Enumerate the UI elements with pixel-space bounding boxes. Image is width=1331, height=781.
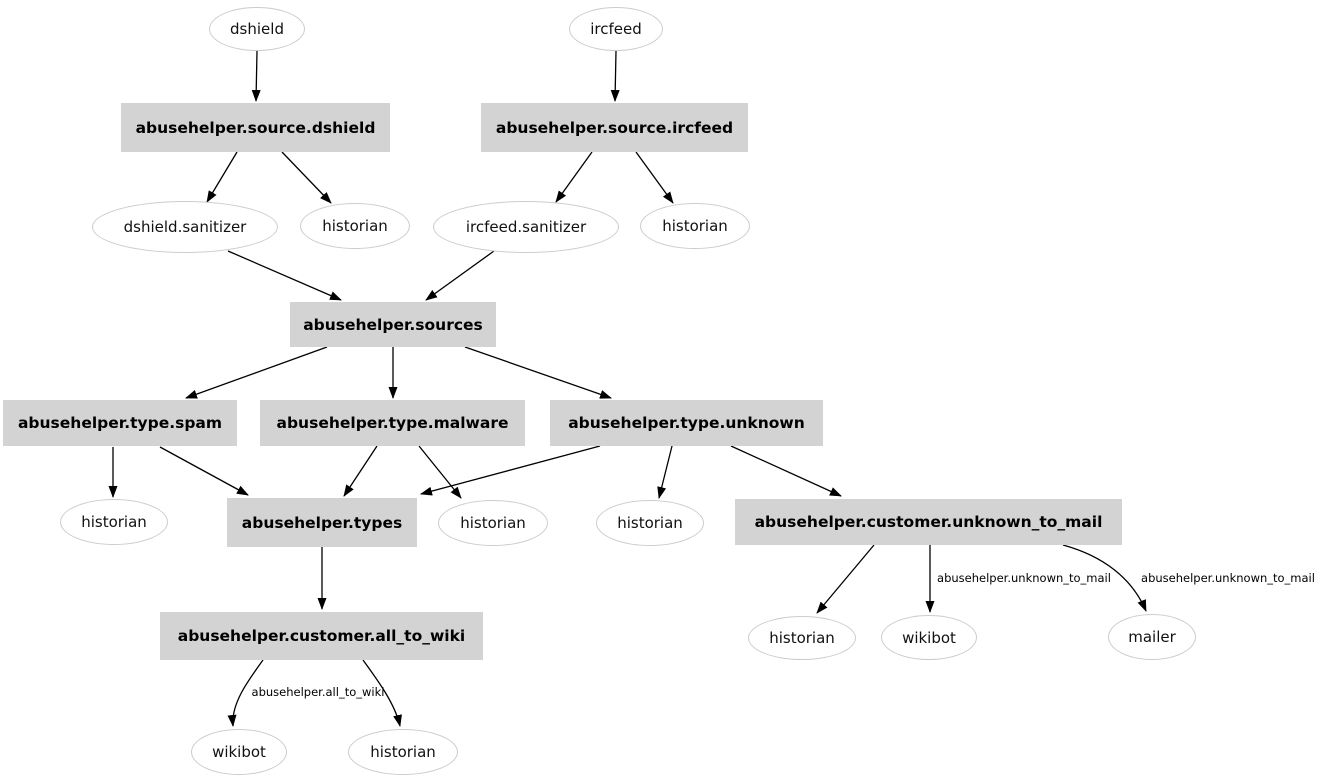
node-dshield-sanitizer: dshield.sanitizer xyxy=(92,201,278,253)
node-abusehelper-customer-unknown-to-mail: abusehelper.customer.unknown_to_mail xyxy=(735,499,1122,545)
node-historian: historian xyxy=(348,729,458,775)
edge-source-ircfeed-ircfeed-sanitizer xyxy=(555,151,593,203)
node-historian: historian xyxy=(640,203,750,249)
edge-type-unknown-types xyxy=(420,445,601,496)
edge-dshield-source-dshield xyxy=(251,50,261,102)
edge-all-to-wiki-wikibot xyxy=(227,659,264,727)
node-wikibot: wikibot xyxy=(881,615,977,660)
edge-sources-type-spam xyxy=(185,346,328,399)
edge-ircfeed-source-ircfeed xyxy=(610,50,620,102)
edge-sources-type-unknown xyxy=(464,346,612,399)
edge-type-unknown-unknown-to-mail xyxy=(730,445,842,497)
edge-source-dshield-dshield-sanitizer xyxy=(206,151,238,203)
edge-unknown-to-mail-historian xyxy=(816,544,875,614)
node-historian: historian xyxy=(438,500,548,546)
edge-unknown-to-mail-mailer xyxy=(1062,544,1147,612)
node-ircfeed: ircfeed xyxy=(569,7,663,51)
node-abusehelper-source-dshield: abusehelper.source.dshield xyxy=(121,103,390,152)
node-historian: historian xyxy=(748,616,856,660)
node-abusehelper-type-spam: abusehelper.type.spam xyxy=(3,400,237,446)
node-abusehelper-customer-all-to-wiki: abusehelper.customer.all_to_wiki xyxy=(160,612,483,660)
node-ircfeed-sanitizer: ircfeed.sanitizer xyxy=(433,201,619,253)
node-historian: historian xyxy=(596,500,704,546)
edge-source-ircfeed-historian xyxy=(635,151,674,204)
edge-type-spam-types xyxy=(159,446,249,496)
node-abusehelper-types: abusehelper.types xyxy=(227,498,417,547)
node-historian: historian xyxy=(60,499,168,545)
edge-all-to-wiki-historian xyxy=(362,659,402,727)
edge-dshield-sanitizer-sources xyxy=(227,250,342,301)
edge-type-unknown-historian xyxy=(657,445,673,499)
edge-ircfeed-sanitizer-sources xyxy=(425,250,495,301)
edge-label-all-to-wiki-wikibot: abusehelper.all_to_wiki xyxy=(251,685,385,699)
edge-source-dshield-historian xyxy=(281,151,332,204)
node-dshield: dshield xyxy=(209,7,305,51)
node-abusehelper-type-unknown: abusehelper.type.unknown xyxy=(550,400,823,446)
edge-type-malware-types xyxy=(343,445,378,497)
edge-label-unknown-to-mail-wikibot: abusehelper.unknown_to_mail xyxy=(937,571,1111,585)
node-historian: historian xyxy=(300,203,410,249)
node-mailer: mailer xyxy=(1108,614,1196,660)
node-wikibot: wikibot xyxy=(191,729,287,775)
node-abusehelper-type-malware: abusehelper.type.malware xyxy=(260,400,525,446)
node-abusehelper-source-ircfeed: abusehelper.source.ircfeed xyxy=(481,103,748,152)
edge-type-malware-historian xyxy=(418,445,462,499)
edge-label-unknown-to-mail-mailer: abusehelper.unknown_to_mail xyxy=(1141,571,1315,585)
node-abusehelper-sources: abusehelper.sources xyxy=(290,302,496,347)
